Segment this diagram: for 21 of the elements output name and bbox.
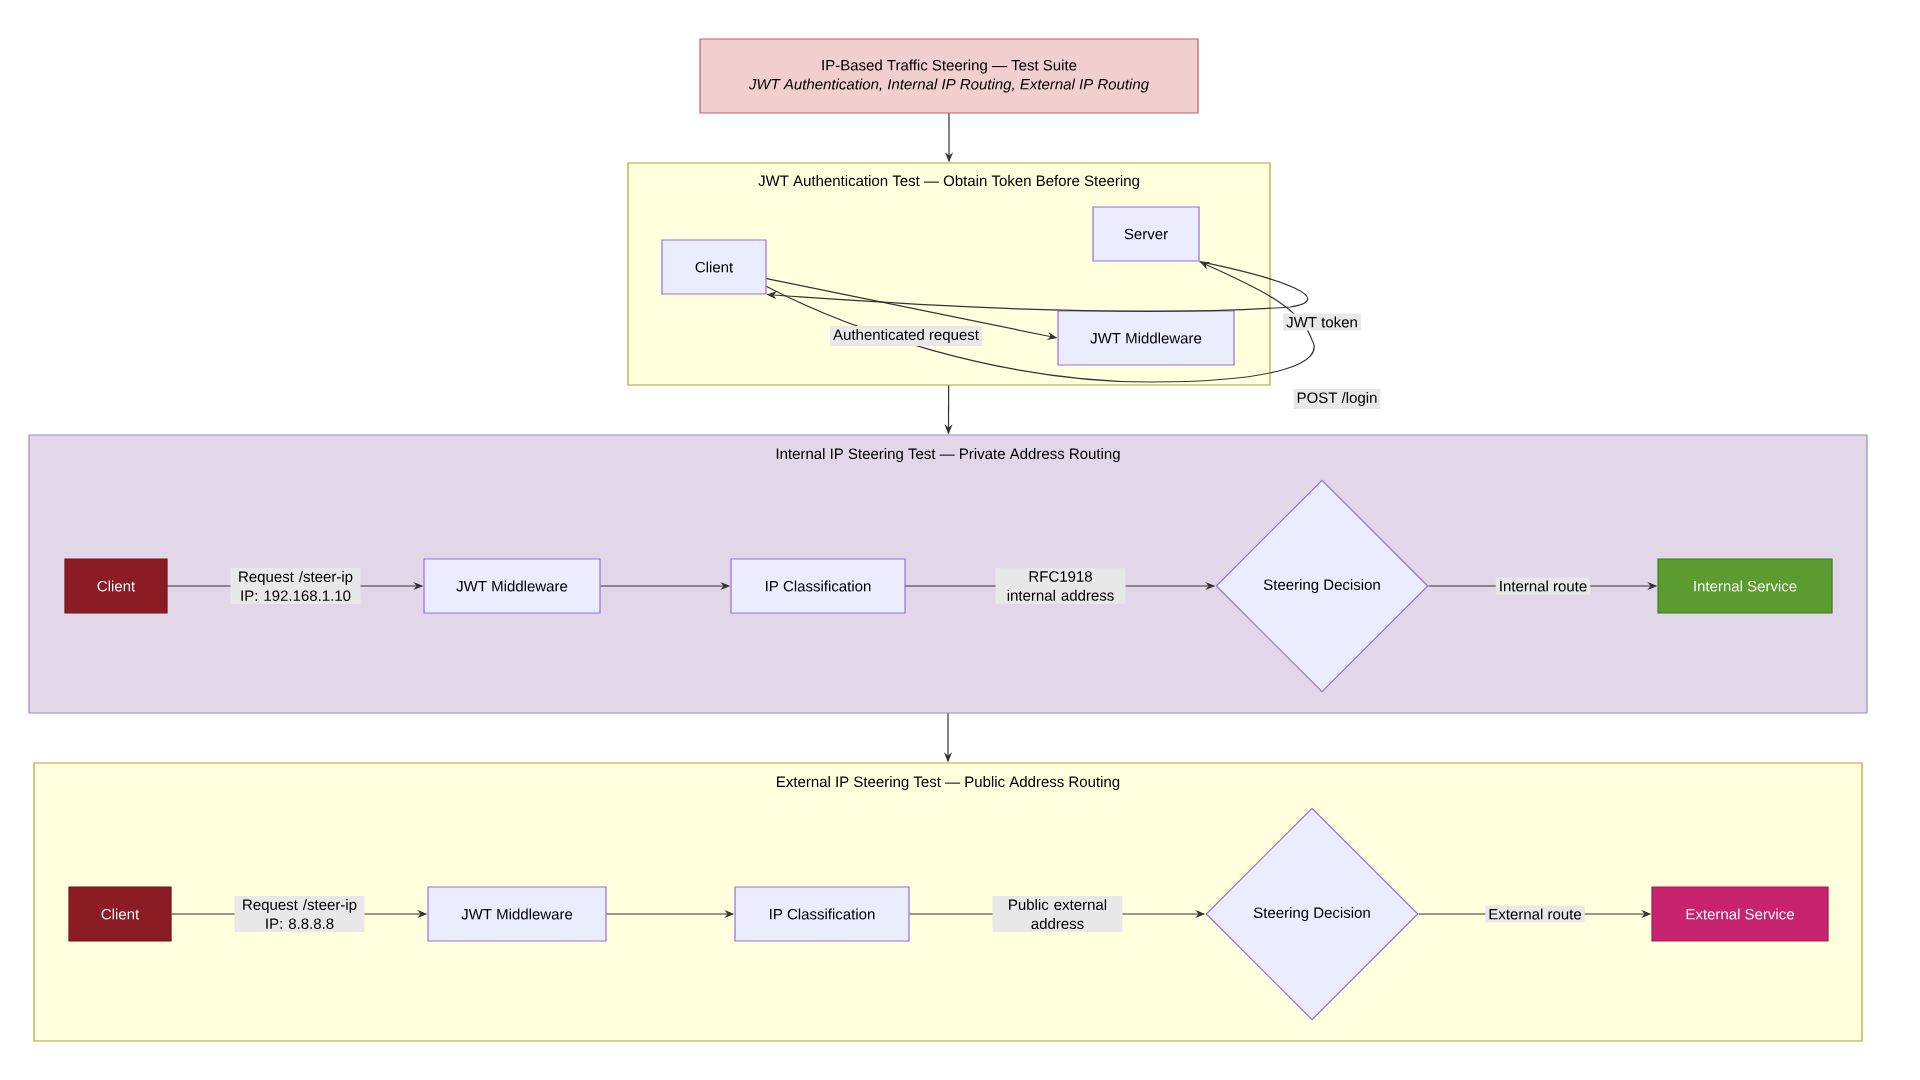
edge-label: Authenticated request	[830, 326, 982, 346]
process-box: IP Classification	[730, 558, 906, 614]
edge-label: POST /login	[1293, 389, 1381, 409]
process-box: JWT Middleware	[423, 558, 601, 614]
edge-label: RFC1918 internal address	[995, 568, 1126, 604]
process-box: Client	[64, 558, 168, 614]
edge-label: Request /steer-ip IP: 192.168.1.10	[230, 568, 361, 604]
title-box: IP-Based Traffic Steering — Test Suite JWT Authentication, Internal IP Routing, External IP Routing	[699, 38, 1199, 114]
process-box: Client	[661, 239, 767, 295]
process-box: IP Classification	[734, 886, 910, 942]
edge-label: Request /steer-ip IP: 8.8.8.8	[234, 896, 365, 932]
edge-label: External route	[1485, 905, 1585, 923]
edge-label: Public external address	[992, 896, 1123, 932]
process-box: Client	[68, 886, 172, 942]
process-box: External Service	[1651, 886, 1829, 942]
edge-label: Internal route	[1495, 577, 1591, 595]
process-box: Server	[1092, 206, 1200, 262]
process-box: Internal Service	[1657, 558, 1833, 614]
edge-label: JWT token	[1283, 313, 1361, 331]
process-box: JWT Middleware	[1057, 310, 1235, 366]
process-box: JWT Middleware	[427, 886, 607, 942]
